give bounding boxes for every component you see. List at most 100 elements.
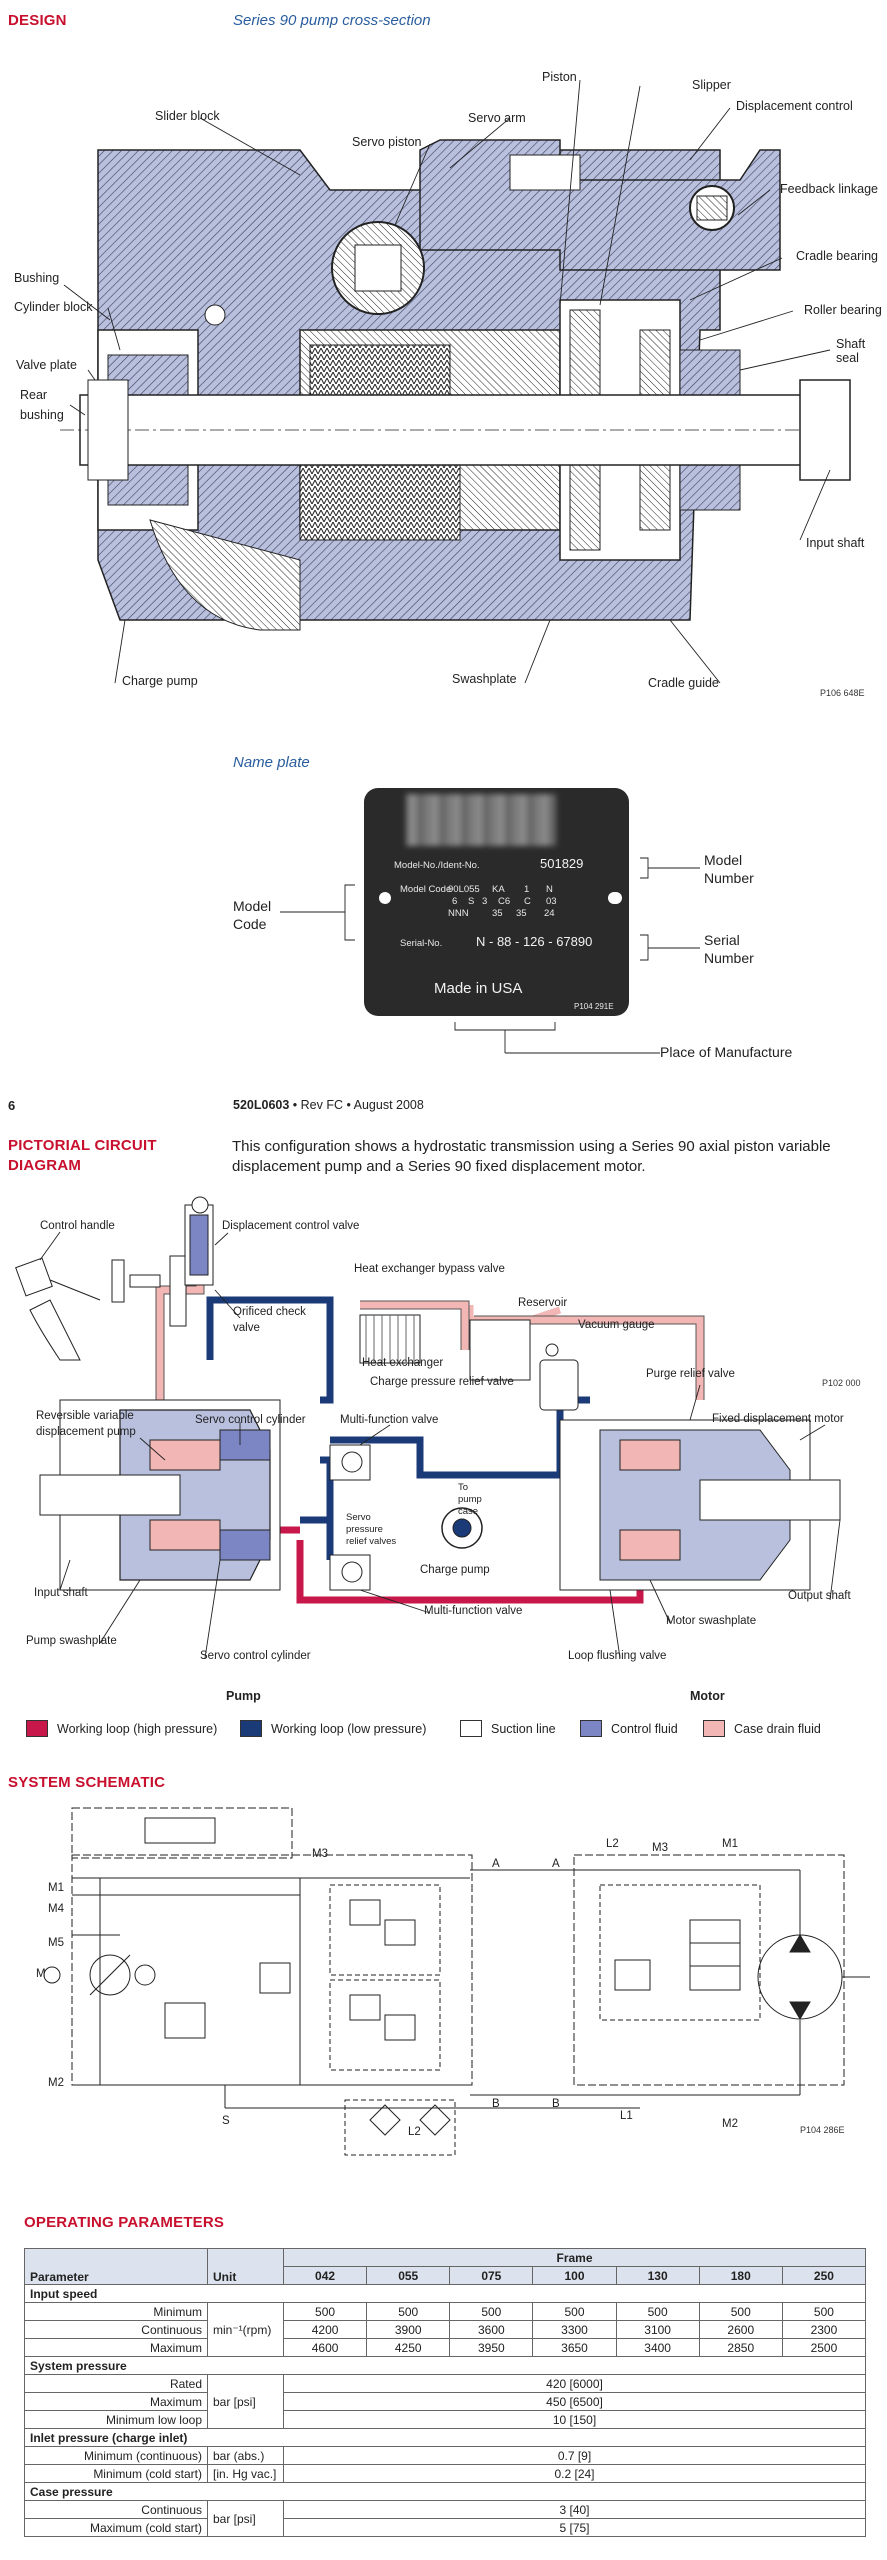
callout-model-number-1: Model bbox=[704, 852, 743, 868]
port-m1: M1 bbox=[48, 1882, 64, 1894]
pictorial-figure-code: P102 000 bbox=[822, 1378, 861, 1388]
label-rear-bushing-2: bushing bbox=[20, 408, 64, 422]
swatch-control-fluid bbox=[580, 1720, 602, 1737]
code-r1c2: KA bbox=[492, 884, 505, 895]
label-output-shaft: Output shaft bbox=[788, 1590, 851, 1602]
pictorial-title-1: PICTORIAL CIRCUIT bbox=[8, 1137, 157, 1154]
label-purge-relief-valve: Purge relief valve bbox=[646, 1368, 735, 1380]
code-r1c1: 90L055 bbox=[448, 884, 480, 895]
page-number: 6 bbox=[8, 1098, 16, 1113]
cell: 4250 bbox=[366, 2338, 451, 2357]
nameplate: Model-No./Ident-No. 501829 Model Code 90… bbox=[364, 788, 629, 1016]
label-multi-function-valve-top: Multi-function valve bbox=[340, 1414, 439, 1426]
frame-075: 075 bbox=[449, 2266, 534, 2285]
operating-title: OPERATING PARAMETERS bbox=[24, 2214, 225, 2231]
legend-low-pressure: Working loop (low pressure) bbox=[240, 1720, 426, 1737]
label-orificed-check-2: valve bbox=[233, 1322, 260, 1334]
label-slider-block: Slider block bbox=[155, 109, 220, 123]
port-l2: L2 bbox=[408, 2126, 421, 2138]
cell: 500 bbox=[781, 2302, 867, 2321]
cell: 3950 bbox=[449, 2338, 534, 2357]
row-label: Continuous bbox=[24, 2320, 208, 2339]
group-system-pressure: System pressure bbox=[24, 2356, 866, 2375]
port-a2: A bbox=[552, 1858, 560, 1870]
label-servo-arm: Servo arm bbox=[468, 111, 526, 125]
pictorial-intro: This configuration shows a hydrostatic t… bbox=[232, 1138, 831, 1175]
swatch-case-drain bbox=[703, 1720, 725, 1737]
legend-pump-heading: Pump bbox=[226, 1689, 261, 1703]
label-servo-relief-3: relief valves bbox=[346, 1536, 397, 1547]
row-label: Maximum (cold start) bbox=[24, 2518, 208, 2537]
table-row: Minimum (continuous) bar (abs.) 0.7 [9] bbox=[24, 2446, 866, 2465]
row-label: Minimum (continuous) bbox=[24, 2446, 208, 2465]
callout-place-of-manufacture: Place of Manufacture bbox=[660, 1044, 793, 1060]
row-label: Minimum low loop bbox=[24, 2410, 208, 2429]
label-rear-bushing-1: Rear bbox=[20, 388, 48, 402]
table-row: Minimum low loop 10 [150] bbox=[24, 2410, 866, 2429]
callout-model-number-2: Number bbox=[704, 870, 754, 886]
label-orificed-check-1: Orificed check bbox=[233, 1306, 306, 1318]
cell: 3300 bbox=[532, 2320, 617, 2339]
pump-cross-section-drawing bbox=[60, 79, 851, 684]
mounting-notch bbox=[608, 892, 622, 904]
code-r1c4: N bbox=[546, 884, 553, 895]
frame-250: 250 bbox=[781, 2266, 867, 2285]
port-l1: L1 bbox=[620, 2110, 633, 2122]
label-charge-pump-pictorial: Charge pump bbox=[420, 1564, 490, 1576]
port-a1: A bbox=[492, 1858, 500, 1870]
code-r2c3: 3 bbox=[482, 896, 488, 907]
code-r2c2: S bbox=[468, 896, 475, 907]
param-header: Parameter bbox=[24, 2248, 208, 2285]
port-l2-motor: L2 bbox=[606, 1838, 619, 1850]
design-section-title: DESIGN bbox=[8, 12, 67, 29]
callout-serial-2: Number bbox=[704, 950, 754, 966]
cell: 4200 bbox=[282, 2320, 368, 2339]
serial-label: Serial-No. bbox=[400, 938, 443, 949]
legend-control-fluid: Control fluid bbox=[580, 1720, 678, 1737]
label-control-handle: Control handle bbox=[40, 1220, 115, 1232]
table-row: Maximum (cold start) 5 [75] bbox=[24, 2518, 866, 2537]
table-row: Maximum 450 [6500] bbox=[24, 2392, 866, 2411]
port-m: M bbox=[36, 1968, 46, 1980]
operating-parameters-table: Parameter Unit Frame 042 055 075 100 130… bbox=[24, 2248, 867, 2537]
swatch-suction-line bbox=[460, 1720, 482, 1737]
label-cylinder-block: Cylinder block bbox=[14, 300, 93, 314]
label-feedback-linkage: Feedback linkage bbox=[780, 182, 878, 196]
serial-value: N - 88 - 126 - 67890 bbox=[476, 934, 593, 949]
port-m4: M4 bbox=[48, 1903, 64, 1915]
legend-suction-line: Suction line bbox=[460, 1720, 556, 1737]
row-label: Minimum (cold start) bbox=[24, 2464, 208, 2483]
label-valve-plate: Valve plate bbox=[16, 358, 77, 372]
swatch-high-pressure bbox=[26, 1720, 48, 1737]
cross-section-title: Series 90 pump cross-section bbox=[233, 12, 431, 29]
code-r3c3: 35 bbox=[516, 908, 527, 919]
legend-motor-heading: Motor bbox=[690, 1689, 725, 1703]
unit-bar-abs: bar (abs.) bbox=[207, 2446, 284, 2465]
legend-high-pressure: Working loop (high pressure) bbox=[26, 1720, 217, 1737]
cell: 500 bbox=[282, 2302, 368, 2321]
table-row: Rated bar [psi] 420 [6000] bbox=[24, 2374, 866, 2429]
code-r2c5: C bbox=[524, 896, 531, 907]
label-servo-relief-2: pressure bbox=[346, 1524, 383, 1535]
nameplate-title: Name plate bbox=[233, 754, 310, 771]
schematic-figure-code: P104 286E bbox=[800, 2125, 845, 2135]
cell: 2300 bbox=[781, 2320, 867, 2339]
design-figure-code: P106 648E bbox=[820, 688, 865, 698]
cell: 4600 bbox=[282, 2338, 368, 2357]
cell: 3900 bbox=[366, 2320, 451, 2339]
cell: 10 [150] bbox=[283, 2410, 866, 2429]
doc-code-line: 520L0603 • Rev FC • August 2008 bbox=[233, 1098, 424, 1112]
unit-bar-psi-case: bar [psi] bbox=[207, 2500, 284, 2537]
cell: 450 [6500] bbox=[283, 2392, 866, 2411]
port-b1: B bbox=[492, 2098, 500, 2110]
code-r3c2: 35 bbox=[492, 908, 503, 919]
label-reversible-2: displacement pump bbox=[36, 1426, 136, 1438]
label-cradle-bearing: Cradle bearing bbox=[796, 249, 878, 263]
cell: 3600 bbox=[449, 2320, 534, 2339]
label-cradle-guide: Cradle guide bbox=[648, 676, 719, 690]
table-row: Continuous 4200 3900 3600 3300 3100 2600… bbox=[24, 2320, 867, 2339]
legend-case-drain: Case drain fluid bbox=[703, 1720, 821, 1737]
unit-rpm: min⁻¹(rpm) bbox=[207, 2302, 284, 2357]
label-piston: Piston bbox=[542, 70, 577, 84]
label-servo-control-cylinder-bottom: Servo control cylinder bbox=[200, 1650, 311, 1662]
